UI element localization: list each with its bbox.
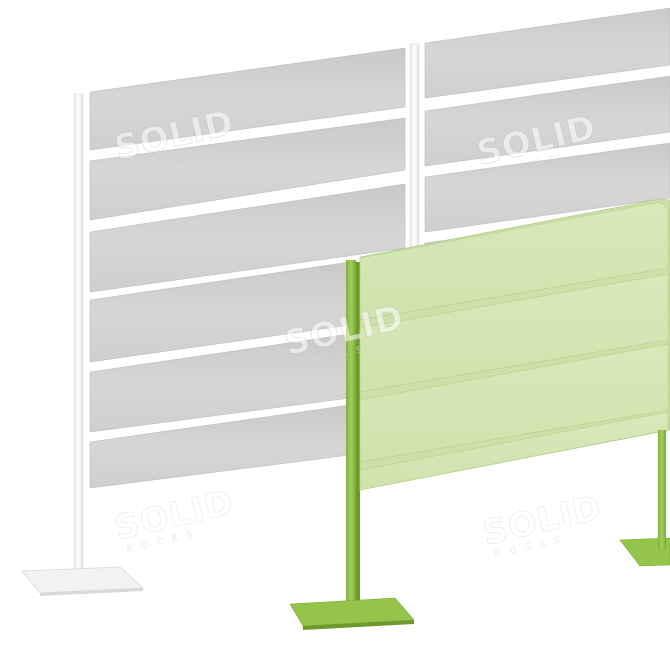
gray-left-panels [89,47,406,489]
green-left-pole [346,260,356,622]
gray-center-pole [409,43,420,250]
gray-panel-l2 [89,117,406,221]
green-panel-3 [359,343,669,463]
green-screen [289,198,670,630]
green-panels [359,201,669,491]
green-base-plate-right [619,537,670,567]
gray-panel-r1 [424,7,670,99]
gray-base-plate-edge [40,588,143,596]
green-base-plate-edge [303,620,414,630]
green-right-pole-stub [658,430,666,550]
green-panel-2 [359,273,669,393]
gray-panel-l1 [89,47,406,151]
gray-screen [21,7,670,596]
gray-left-pole [73,93,84,581]
gray-panel-r2 [424,75,670,167]
watermark-4: SOLID ROCKS [111,482,238,555]
green-left-pole-inner [356,262,360,622]
green-panel-4 [359,411,669,491]
watermark-5: SOLID ROCKS [479,487,606,560]
gray-panel-r3 [424,142,670,233]
green-panel-1 [359,201,669,321]
